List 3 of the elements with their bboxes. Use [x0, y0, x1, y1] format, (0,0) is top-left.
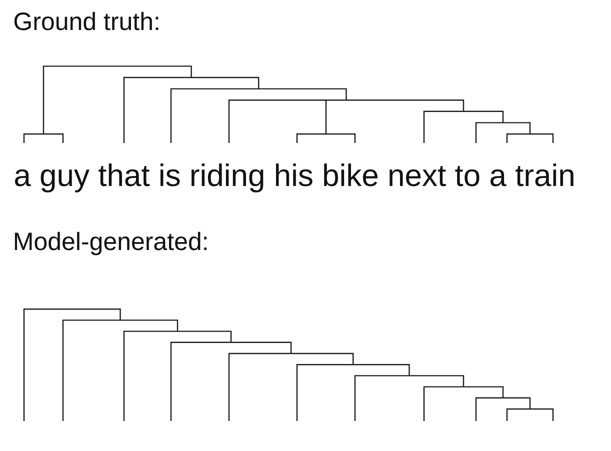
sentence-text: a guy that is riding his bike next to a train	[15, 164, 574, 192]
section-heading: Model-generated:	[14, 232, 207, 256]
section-heading: Ground truth:	[14, 12, 158, 30]
